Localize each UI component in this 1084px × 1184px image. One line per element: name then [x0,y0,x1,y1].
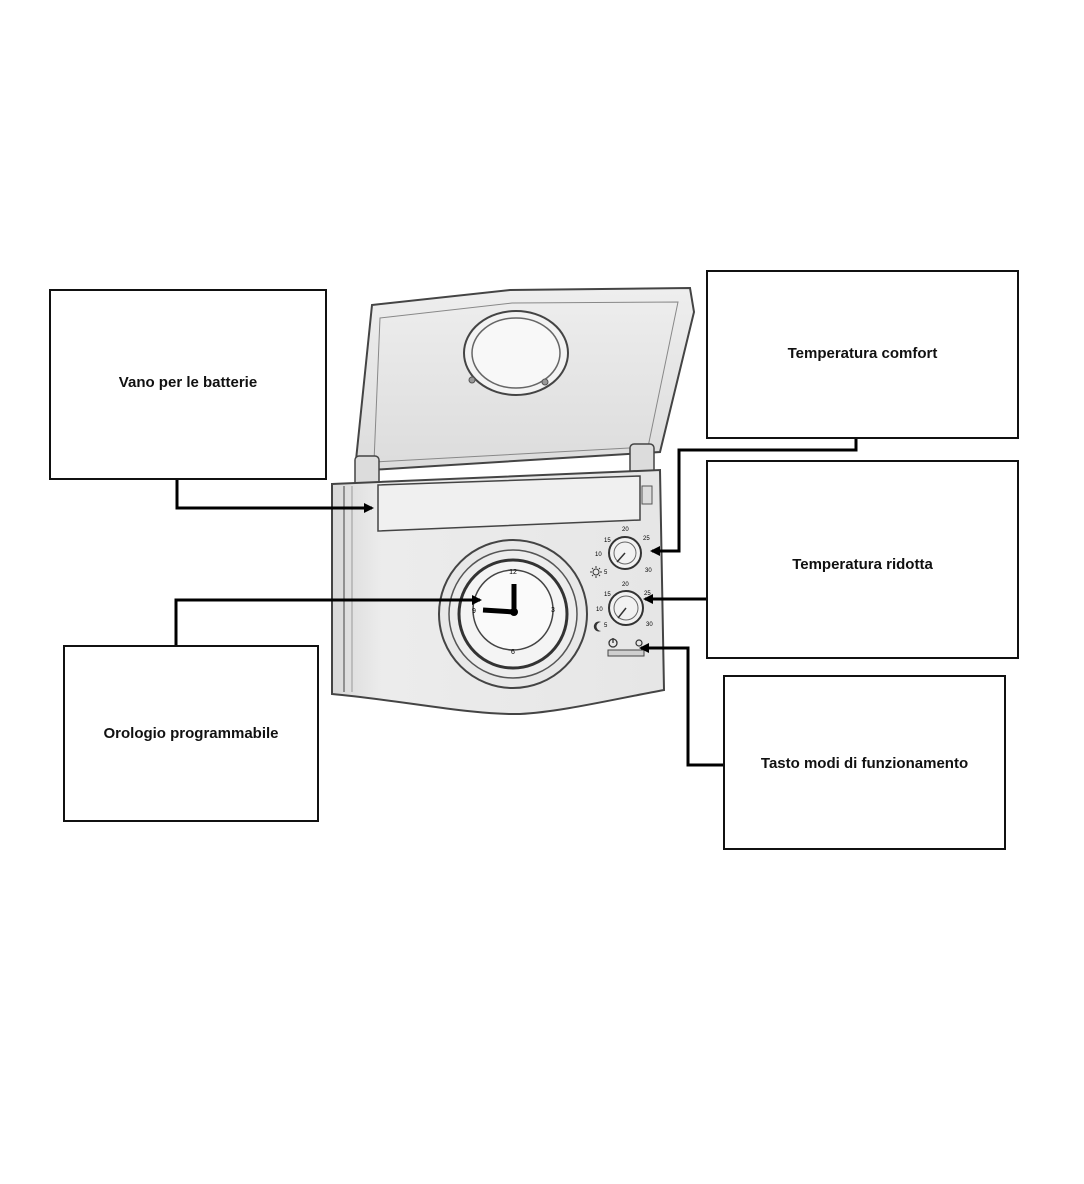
comfort-temperature-label: Temperatura comfort [787,345,938,362]
comfort-scale-30: 30 [645,568,652,574]
comfort-scale-10: 10 [595,552,602,558]
reduced-scale-10: 10 [596,607,603,613]
moon-icon [593,621,601,632]
thermostat-lid [354,286,696,491]
clock-number-6: 6 [511,649,515,656]
mode-button-box: Tasto modi di funzionamento [723,675,1006,850]
reduced-scale-5: 5 [604,623,608,629]
clock-number-3: 3 [551,607,555,614]
comfort-scale-25: 25 [643,536,650,542]
mode-button-label: Tasto modi di funzionamento [760,755,969,772]
clock-number-12: 12 [509,569,517,576]
reduced-scale-20: 20 [622,582,629,588]
programmable-clock-label: Orologio programmabile [103,725,279,742]
reduced-temperature-box: Temperatura ridotta [706,460,1019,659]
comfort-scale-20: 20 [622,527,629,533]
programmable-clock-box: Orologio programmabile [63,645,319,822]
connector-clock [174,595,482,645]
clock-number-9: 9 [472,608,476,615]
connector-mode [639,643,723,767]
connector-lines [174,439,858,767]
battery-compartment-box: Vano per le batterie [49,289,327,480]
connector-battery [175,480,374,513]
reduced-scale-30: 30 [646,622,653,628]
comfort-scale-5: 5 [604,570,608,576]
comfort-temperature-box: Temperatura comfort [706,270,1019,439]
reduced-temperature-knob: 15 20 25 10 30 5 [593,582,653,632]
programmable-clock-dial: 12 3 6 9 [438,539,588,689]
clock-minute-hand [482,607,515,615]
comfort-scale-15: 15 [604,538,611,544]
reduced-temperature-label: Temperatura ridotta [792,556,933,573]
reduced-scale-25: 25 [644,591,651,597]
sun-icon [590,566,602,578]
comfort-temperature-knob: 15 20 25 10 30 5 [590,527,652,578]
reduced-scale-15: 15 [604,592,611,598]
connector-comfort [650,439,858,556]
battery-compartment-label: Vano per le batterie [118,373,258,391]
